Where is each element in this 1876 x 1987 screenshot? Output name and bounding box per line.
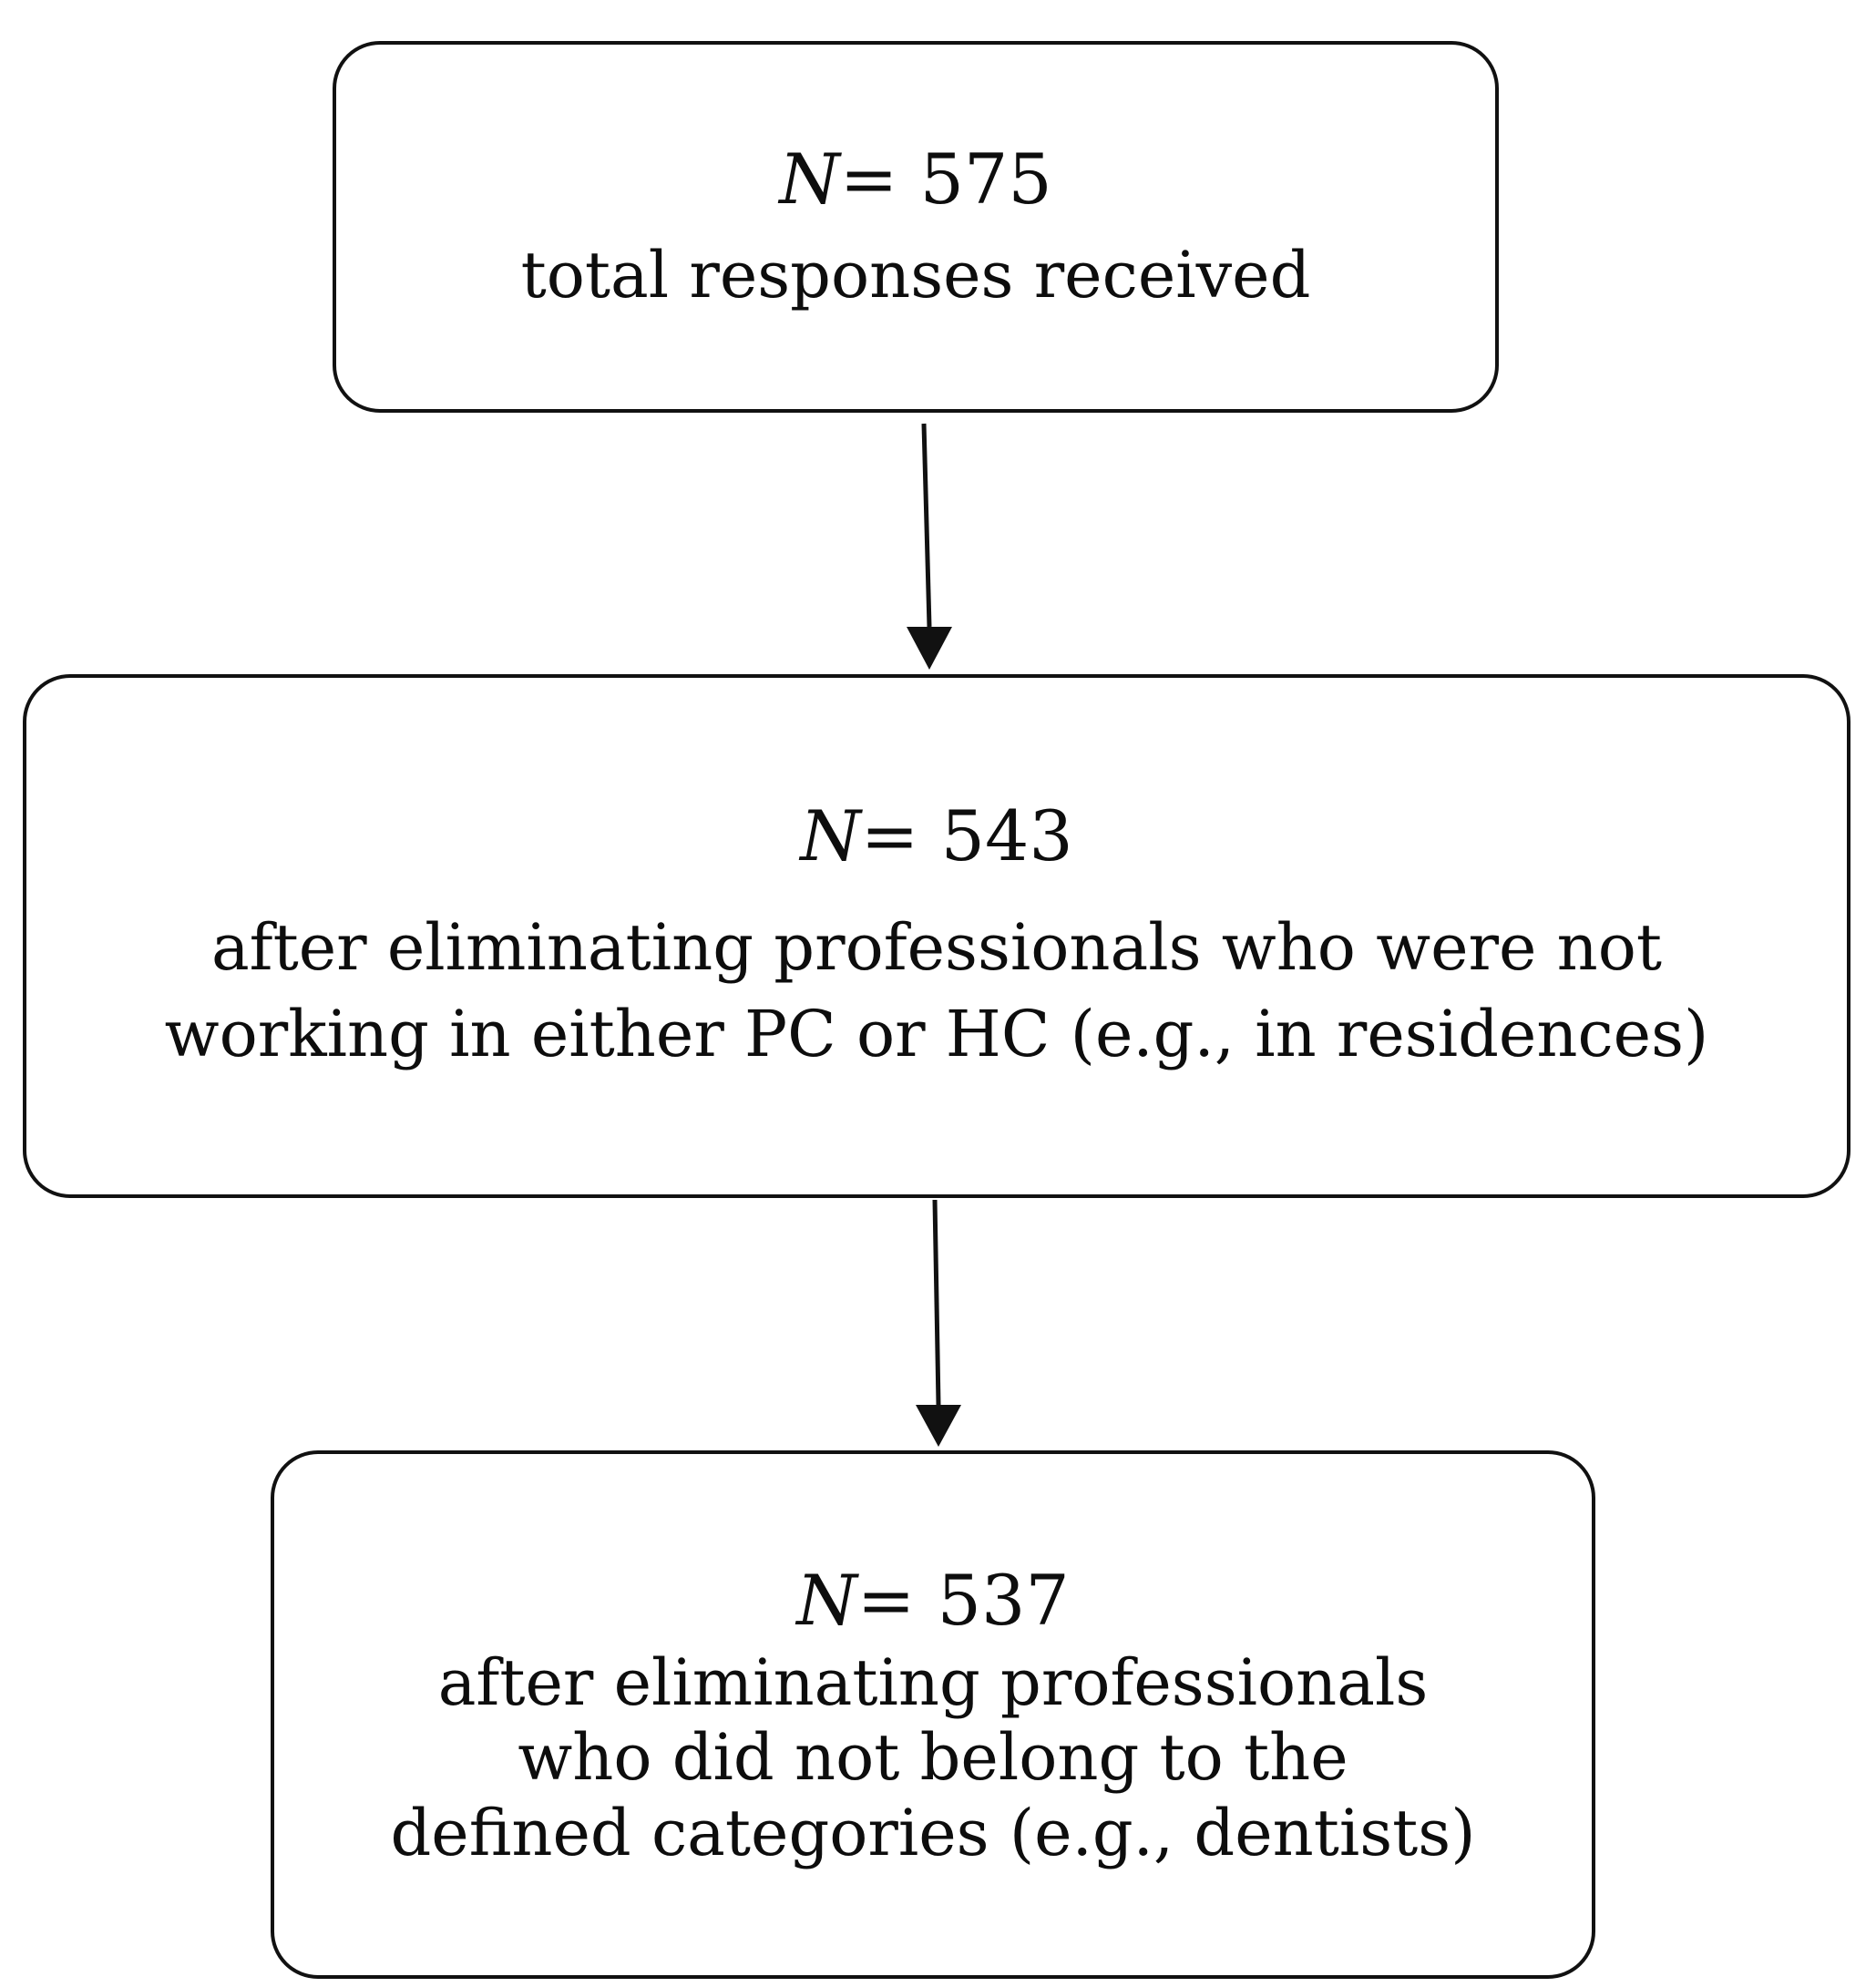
- step-exclude-setting-box: N= 543 after eliminating professionals w…: [23, 674, 1850, 1198]
- description-line: after eliminating professionals: [437, 1644, 1429, 1720]
- count-label: N= 537: [796, 1559, 1069, 1642]
- step-total-responses-box: N= 575 total responses received: [333, 41, 1499, 413]
- count-value: = 537: [856, 1559, 1070, 1641]
- count-value: = 543: [860, 794, 1073, 876]
- description-line: working in either PC or HC (e.g., in res…: [164, 997, 1709, 1072]
- step-description: total responses received: [521, 235, 1311, 316]
- n-symbol: N: [796, 1559, 857, 1641]
- arrow-box1-to-box2: [907, 423, 952, 670]
- arrow-box2-to-box3: [916, 1199, 961, 1447]
- description-line: defined categories (e.g., dentists): [390, 1795, 1476, 1870]
- count-label: N= 575: [779, 138, 1051, 220]
- n-symbol: N: [800, 794, 861, 876]
- count-value: = 575: [839, 138, 1052, 220]
- description-line: who did not belong to the: [518, 1720, 1348, 1796]
- count-label: N= 543: [800, 794, 1072, 877]
- step-exclude-category-box: N= 537 after eliminating professionals w…: [271, 1450, 1595, 1979]
- step-description: after eliminating professionals who did …: [390, 1645, 1475, 1871]
- n-symbol: N: [779, 138, 840, 220]
- description-line: after eliminating professionals who were…: [210, 909, 1663, 985]
- step-description: after eliminating professionals who were…: [165, 905, 1709, 1078]
- description-line: total responses received: [520, 238, 1311, 313]
